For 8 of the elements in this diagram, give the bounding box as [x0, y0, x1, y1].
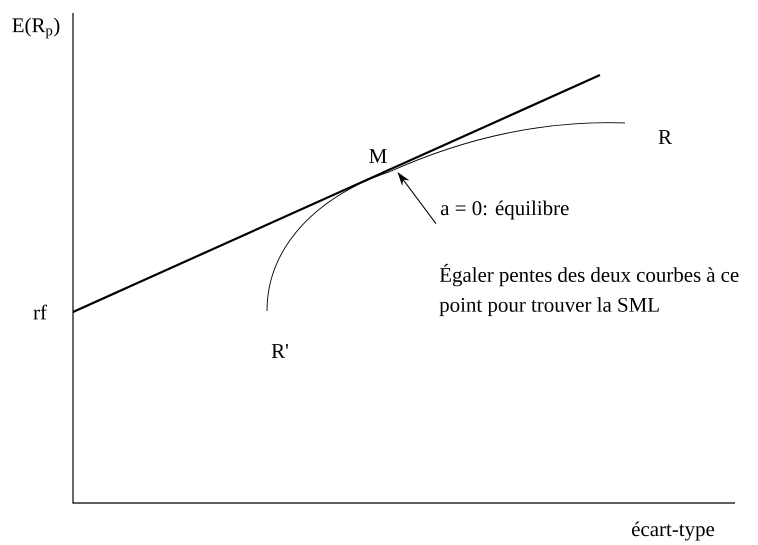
annotation-text: a = 0: équilibre [440, 200, 569, 220]
axis-label: E(R$_{p}$) [12, 18, 60, 38]
axis-label: rf [33, 304, 47, 320]
curve-label: R' [272, 344, 288, 358]
annotation-text: Égaler pentes des deux courbes à ce point pour trouver la SML [440, 264, 738, 316]
axis-label: écart-type [632, 521, 714, 541]
point-label: M [369, 149, 387, 163]
curve-label: R [658, 130, 672, 144]
